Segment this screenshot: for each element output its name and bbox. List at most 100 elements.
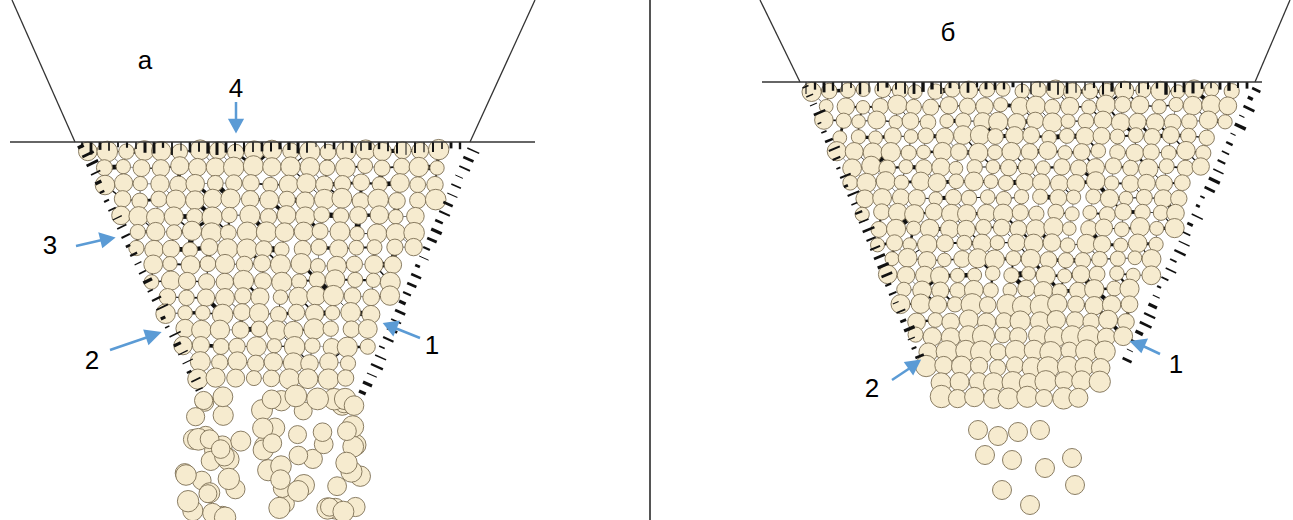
top-tick [1147,82,1149,89]
particle [946,189,962,205]
particle [333,501,354,520]
particle [837,98,854,115]
wall-tick [1213,169,1223,174]
particle [129,240,144,255]
top-tick [940,82,942,94]
wall-tick [1248,97,1253,99]
particle [1177,141,1195,159]
particle [1021,249,1040,268]
wall-tick [439,211,450,216]
particle [338,422,357,441]
particle [1093,236,1110,253]
particle [389,210,404,225]
top-tick [441,142,443,149]
particle [247,337,267,357]
particle [115,174,133,192]
particle [79,142,98,161]
particle [1174,175,1190,191]
top-tick [1021,82,1023,93]
particle [263,158,281,176]
wall-tick [371,364,383,369]
particle [1131,96,1149,114]
particle [254,255,271,272]
top-tick [333,142,336,149]
particle [304,319,325,340]
particle [95,175,115,195]
particle [983,283,998,298]
particle [1150,221,1164,235]
particle [1072,371,1092,391]
particle [954,126,973,145]
particle [360,339,375,354]
wall-tick [1235,124,1246,129]
top-tick [297,142,300,153]
particle [891,295,910,314]
wall-tick [1157,286,1161,288]
particle [1105,176,1119,190]
wall-tick [363,382,372,386]
particle [969,421,988,440]
wall-tick [1196,205,1200,207]
particle [1182,114,1198,130]
particle [201,239,218,256]
particle [988,145,1003,160]
particle [343,321,360,338]
particle [988,129,1004,145]
wall-tick [904,327,915,331]
particle [200,483,220,503]
particle [262,390,281,409]
particle [902,113,919,130]
particle [358,320,377,339]
particle [1018,280,1035,297]
particle [1161,146,1176,161]
particle [1066,476,1085,495]
wall-tick [152,297,161,301]
wall-tick [148,290,153,293]
particle [181,256,200,275]
particle [1014,190,1028,204]
callout-arrows [76,102,1160,380]
particle [843,175,858,190]
particle [328,477,347,496]
particle [380,286,399,305]
top-tick [1057,82,1059,95]
particle [277,206,296,225]
callout-number: 2 [865,375,879,401]
wall-tick [459,166,470,171]
wall-tick [1153,295,1160,298]
particle [358,159,373,174]
particle [430,161,444,175]
particle [1199,111,1217,129]
wall-tick [427,238,437,242]
particle [182,221,201,240]
particle [856,190,874,208]
wall-tick [1218,160,1226,164]
particle [1142,266,1161,285]
top-tick [270,142,272,152]
particle [951,268,965,282]
top-tick [243,142,245,152]
particle [929,296,947,314]
particle [845,143,863,161]
particle [960,81,978,99]
top-tick [930,82,933,89]
particle [323,285,343,305]
particle [263,434,282,453]
particle [312,223,328,239]
wall-tick [885,284,891,287]
particle [231,431,251,451]
wall-tick [1166,268,1177,273]
particle [373,143,391,161]
particle [1199,130,1214,145]
top-tick [360,142,362,151]
particle [1123,160,1139,176]
wall-tick [423,247,430,250]
particle [968,249,987,268]
top-tick [99,142,102,150]
wall-tick [161,317,166,319]
wall-tick [818,122,822,124]
particle [1063,449,1082,468]
particle [1031,421,1050,440]
top-tick [1003,82,1005,89]
wall-tick [399,301,406,304]
